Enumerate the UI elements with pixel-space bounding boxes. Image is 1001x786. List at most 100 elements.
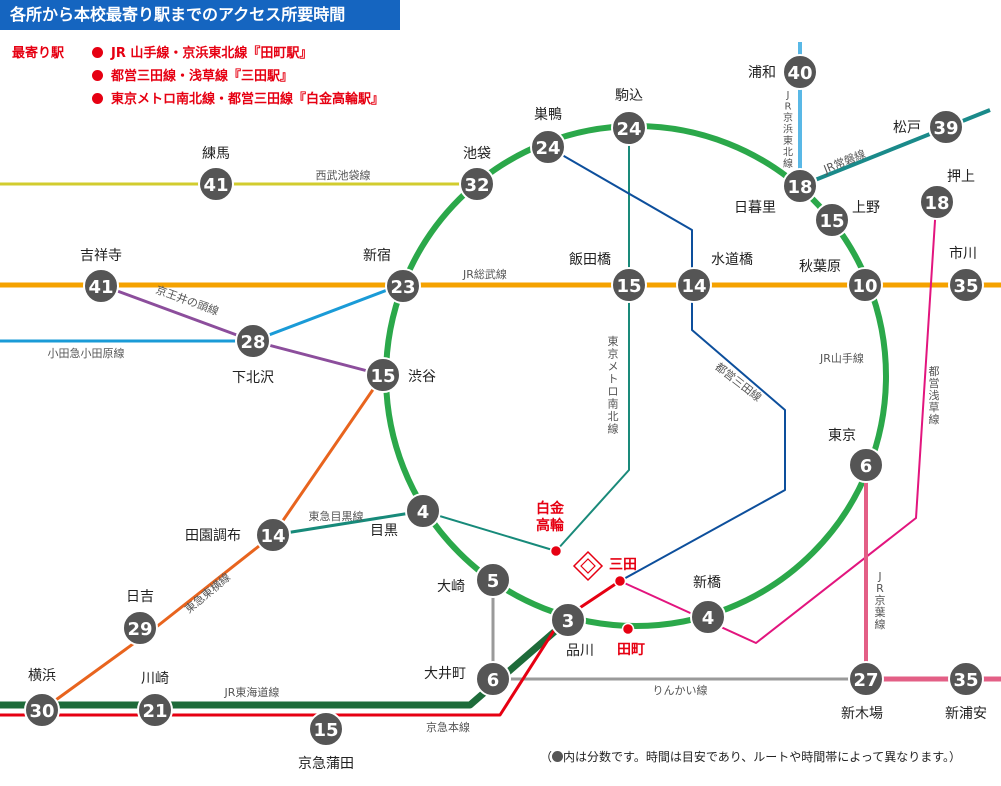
- station-name: 練馬: [202, 146, 230, 162]
- svg-text:草: 草: [929, 401, 940, 414]
- station-marker: [530, 129, 566, 165]
- station-name: 市川: [949, 245, 977, 262]
- page-title: 各所から本校最寄り駅までのアクセス所要時間: [0, 0, 400, 30]
- station-marker: [459, 166, 495, 202]
- yamanote-line: [383, 123, 889, 629]
- station-marker: [475, 661, 511, 697]
- station-minutes: 35: [953, 670, 978, 691]
- station-name: 目黒: [370, 523, 398, 539]
- station-osaki: 5 大崎: [437, 562, 511, 598]
- station-oshiage: 18 押上: [919, 169, 975, 220]
- red-dot-icon: [92, 93, 103, 104]
- station-marker: [782, 168, 818, 204]
- station-name: 品川: [566, 643, 594, 659]
- station-minutes: 4: [702, 608, 715, 629]
- tamachi-name: 田町: [617, 642, 645, 658]
- station-name: 新橋: [693, 575, 721, 591]
- svg-text:京: 京: [875, 593, 886, 607]
- mita-line: [549, 147, 786, 582]
- svg-text:J: J: [877, 570, 881, 583]
- station-minutes: 30: [29, 701, 54, 722]
- station-name: 飯田橋: [569, 251, 611, 268]
- station-marker: [83, 268, 119, 304]
- station-minutes: 4: [417, 502, 430, 523]
- station-name: 上野: [852, 200, 880, 216]
- station-name: 下北沢: [232, 370, 274, 386]
- label-tokyu-toyoko-line: 東急東横線: [182, 570, 233, 616]
- shirokane-takanawa-name: 白金: [536, 500, 565, 517]
- asakusa-line: [619, 204, 937, 644]
- school-logo-icon: [572, 550, 604, 582]
- station-name: 田園調布: [185, 528, 241, 544]
- svg-text:ト: ト: [608, 373, 619, 386]
- label-sobu-line: JR総武線: [462, 267, 507, 281]
- station-marker: [24, 692, 60, 728]
- namboku-line: [555, 130, 630, 552]
- station-minutes: 29: [127, 619, 152, 640]
- label-joban-line: JR常磐線: [821, 147, 868, 177]
- svg-text:南: 南: [608, 398, 619, 411]
- station-minutes: 15: [370, 366, 395, 387]
- station-marker: [782, 54, 818, 90]
- station-minutes: 5: [487, 571, 500, 592]
- shirokane-takanawa-name: 高輪: [536, 517, 565, 534]
- station-minutes: 40: [787, 63, 812, 84]
- station-name: 京急蒲田: [298, 756, 354, 772]
- station-name: 大崎: [437, 579, 465, 595]
- legend-item-label: 都営三田線・浅草線『三田駅』: [111, 69, 294, 84]
- label-rinkai-line: りんかい線: [653, 683, 708, 697]
- station-marker: [137, 692, 173, 728]
- svg-text:京: 京: [783, 111, 793, 124]
- station-minutes: 15: [313, 720, 338, 741]
- station-marker: [405, 493, 441, 529]
- shirokane-link-line: [422, 510, 557, 552]
- tokyu-meguro-line: [272, 509, 424, 537]
- station-shinagawa: 3品川: [550, 602, 594, 659]
- tokyu-toyoko-line: [41, 374, 385, 712]
- station-marker: [611, 267, 647, 303]
- station-urawa: 40 浦和: [748, 54, 818, 90]
- station-tokyo: 6東京: [828, 428, 884, 483]
- station-dot-icon: [552, 751, 564, 762]
- keikyu-line: [0, 579, 621, 717]
- station-shimbashi: 4 新橋: [690, 575, 726, 635]
- station-name: 浦和: [748, 65, 776, 81]
- station-minutes: 18: [924, 193, 949, 214]
- label-mita-line: 都営三田線: [712, 359, 764, 404]
- station-name: 駒込: [615, 88, 643, 104]
- station-marker: [919, 184, 955, 220]
- station-minutes: 39: [933, 118, 958, 139]
- svg-text:メ: メ: [608, 360, 619, 373]
- station-name: 吉祥寺: [80, 248, 122, 264]
- station-minutes: 28: [240, 332, 265, 353]
- station-name: 大井町: [424, 666, 466, 682]
- label-odakyu-line: 小田急小田原線: [48, 346, 125, 360]
- svg-text:東: 東: [608, 335, 619, 348]
- svg-text:北: 北: [608, 410, 619, 423]
- station-marker: [308, 711, 344, 747]
- station-minutes: 10: [852, 276, 877, 297]
- station-marker: [198, 166, 234, 202]
- station-minutes: 18: [787, 177, 812, 198]
- station-minutes: 35: [953, 276, 978, 297]
- station-marker: [948, 267, 984, 303]
- station-marker: [475, 562, 511, 598]
- station-marker: [255, 517, 291, 553]
- label-inokashira-line: 京王井の頭線: [154, 282, 221, 318]
- station-name: 押上: [947, 169, 975, 185]
- label-namboku-line: 東京メトロ南北線: [608, 335, 619, 436]
- station-name: 水道橋: [711, 252, 753, 268]
- station-marker: [122, 610, 158, 646]
